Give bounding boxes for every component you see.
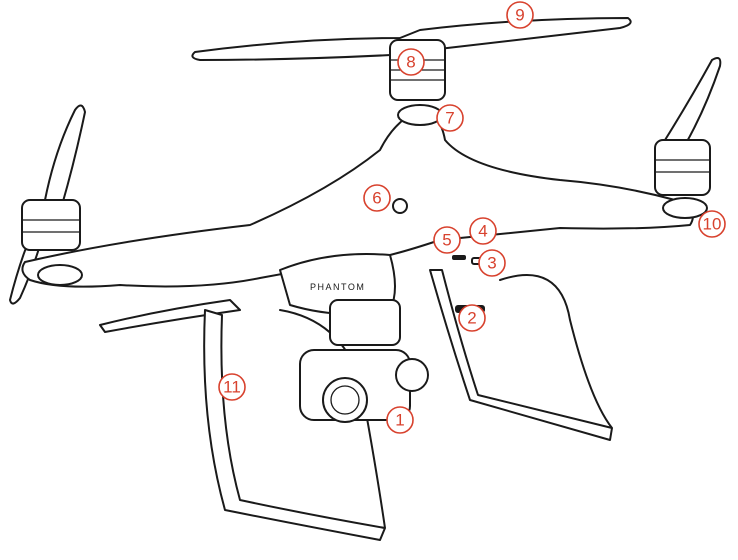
callout-3: 3 <box>479 250 505 276</box>
svg-text:7: 7 <box>445 109 454 128</box>
svg-text:6: 6 <box>372 189 381 208</box>
callout-1: 1 <box>387 407 413 433</box>
svg-text:4: 4 <box>478 222 487 241</box>
callout-6: 6 <box>364 185 390 211</box>
svg-text:3: 3 <box>487 254 496 273</box>
callout-9: 9 <box>507 2 533 28</box>
svg-text:10: 10 <box>703 215 722 234</box>
svg-text:5: 5 <box>442 231 451 250</box>
svg-text:8: 8 <box>406 53 415 72</box>
svg-text:1: 1 <box>395 411 404 430</box>
callout-10: 10 <box>699 211 725 237</box>
callout-2: 2 <box>459 305 485 331</box>
callout-7: 7 <box>437 105 463 131</box>
callout-5: 5 <box>434 227 460 253</box>
svg-text:11: 11 <box>223 378 241 397</box>
callout-11: 11 <box>219 374 245 400</box>
callout-8: 8 <box>398 49 424 75</box>
callout-4: 4 <box>470 218 496 244</box>
svg-text:9: 9 <box>515 6 524 25</box>
svg-text:2: 2 <box>467 309 476 328</box>
